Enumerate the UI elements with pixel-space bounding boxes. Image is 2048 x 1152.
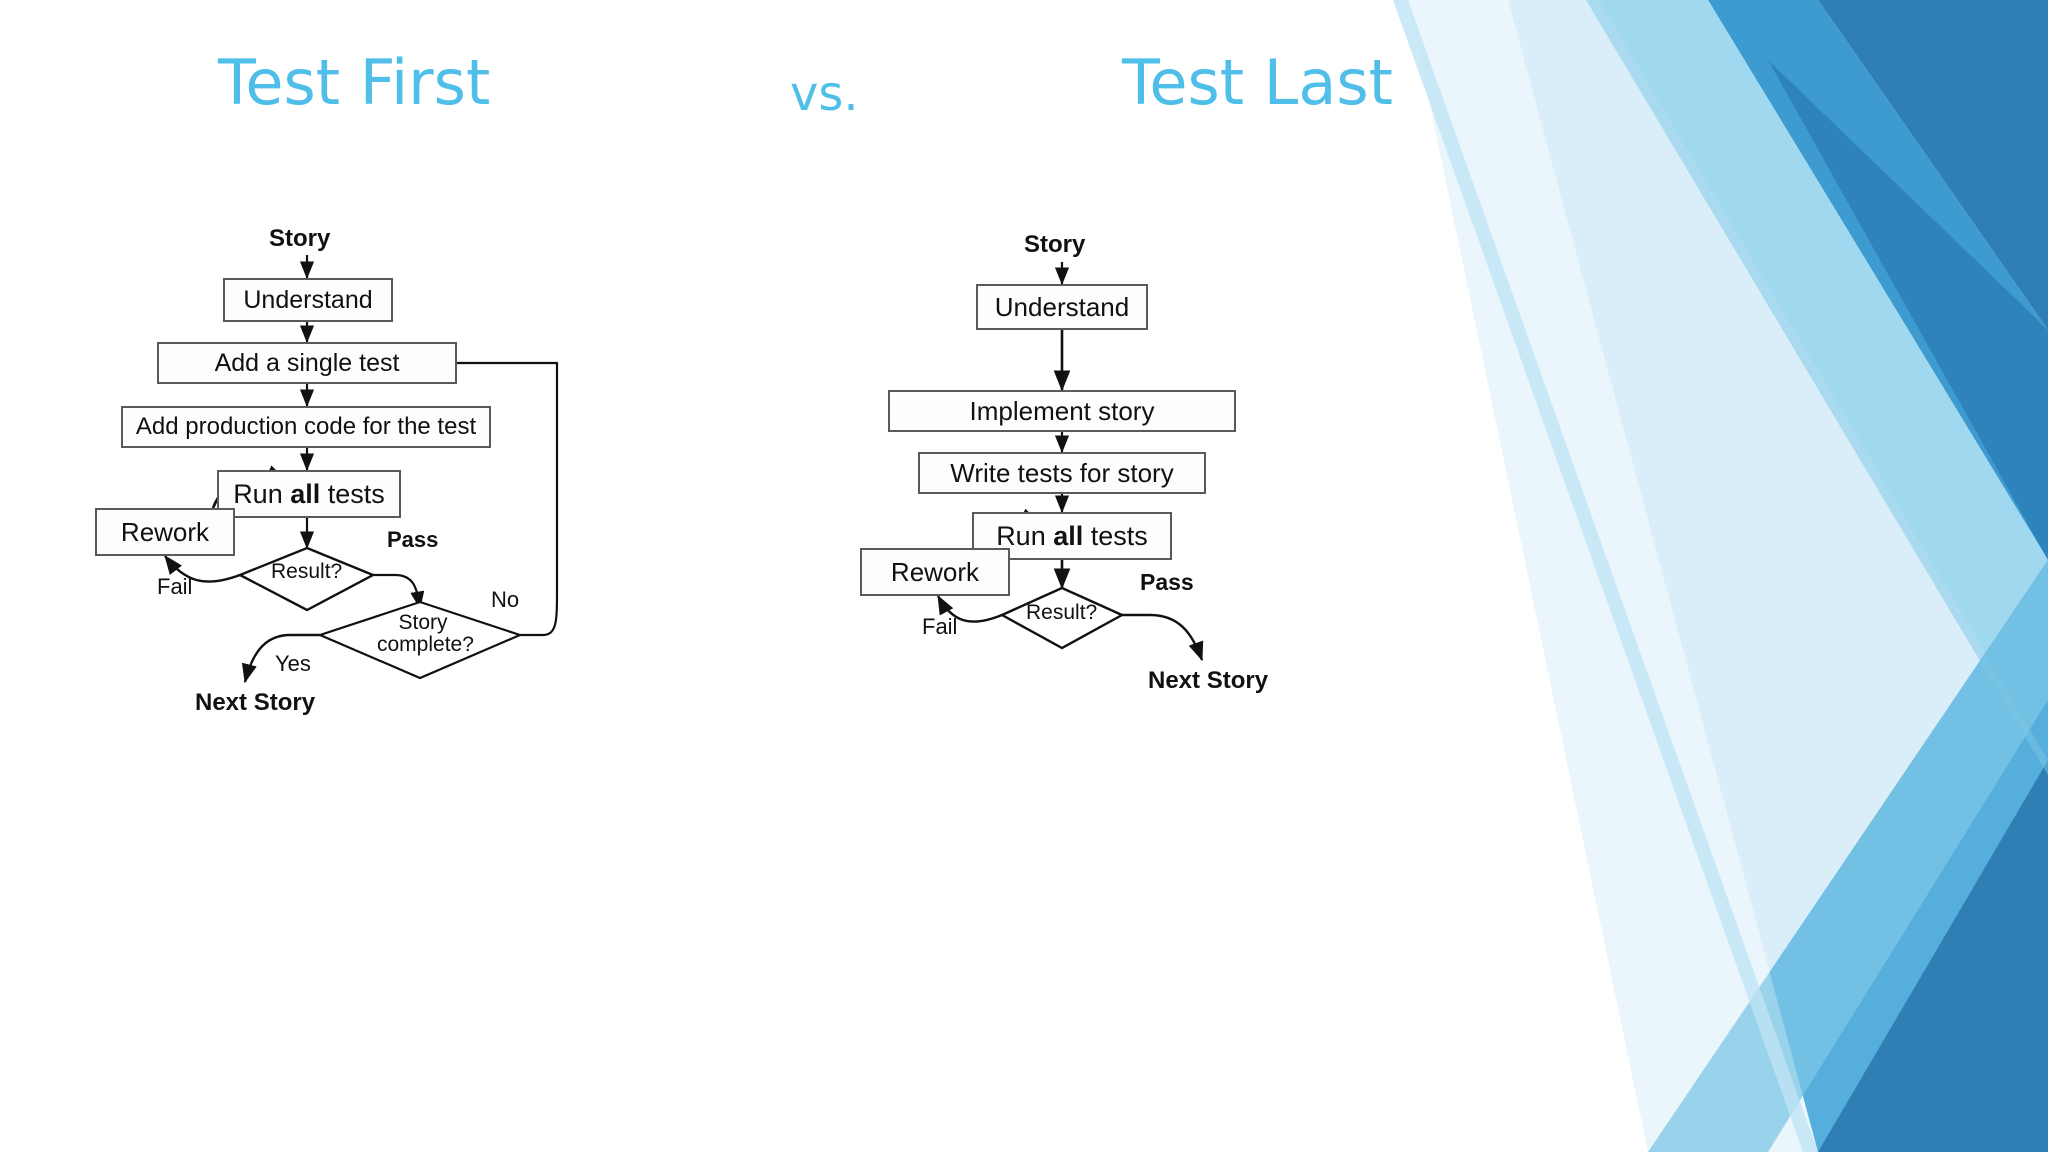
edge-label-pass: Pass [1140, 569, 1194, 595]
node-run-all-tests[interactable]: Run all tests [972, 512, 1172, 560]
node-write-tests-for-story[interactable]: Write tests for story [918, 452, 1206, 494]
edge-label-fail: Fail [157, 574, 193, 599]
title-vs: vs. [790, 66, 859, 122]
edge-label-pass: Pass [387, 527, 439, 552]
edge-label-yes: Yes [275, 651, 311, 676]
slide-title: Test First vs. Test Last [0, 52, 1500, 144]
flowchart-test-last: Story Understand Implement story Write t… [860, 232, 1520, 900]
node-add-a-single-test[interactable]: Add a single test [157, 342, 457, 384]
node-story-label: Story [1024, 231, 1086, 258]
flowchart-test-first: Story Understand Add a single test Add p… [95, 226, 715, 910]
node-result-label: Result? [1026, 601, 1098, 624]
edge-label-no: No [491, 587, 520, 612]
node-rework[interactable]: Rework [860, 548, 1010, 596]
node-add-production-code[interactable]: Add production code for the test [121, 406, 491, 448]
node-understand[interactable]: Understand [223, 278, 393, 322]
node-run-all-tests-label: Run all tests [233, 478, 385, 509]
node-story-label: Story [269, 225, 331, 252]
node-next-story-label: Next Story [195, 689, 316, 716]
node-implement-story[interactable]: Implement story [888, 390, 1236, 432]
edge-label-fail: Fail [922, 614, 958, 639]
node-run-all-tests[interactable]: Run all tests [217, 470, 401, 518]
node-rework[interactable]: Rework [95, 508, 235, 556]
flowchart-test-last-connectors [936, 262, 1204, 662]
flowchart-test-first-connectors [164, 255, 559, 684]
node-next-story-label: Next Story [1148, 667, 1269, 694]
title-test-first: Test First [218, 46, 491, 119]
title-test-last: Test Last [1122, 46, 1393, 119]
node-run-all-tests-label: Run all tests [996, 520, 1148, 551]
node-understand[interactable]: Understand [976, 284, 1148, 330]
node-result-label: Result? [271, 560, 343, 583]
